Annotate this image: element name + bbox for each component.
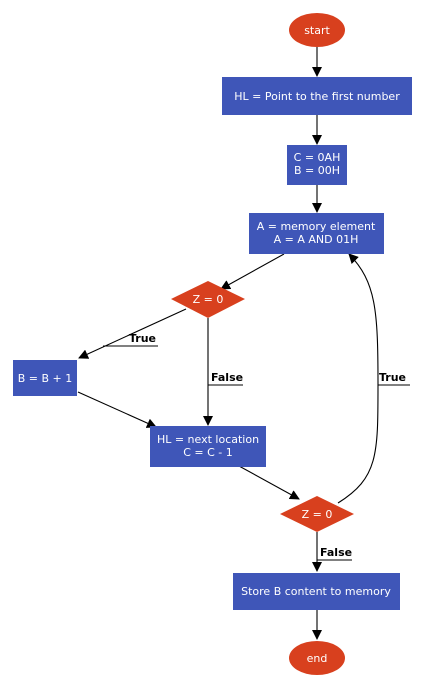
end-shape (289, 641, 345, 675)
process-box (13, 360, 77, 396)
decision-2: Z = 0 (280, 496, 354, 532)
process-box (222, 77, 412, 115)
start-label: start (304, 24, 330, 37)
end-terminal: end (289, 641, 345, 675)
end-label: end (307, 652, 328, 665)
process-box (233, 573, 400, 610)
decision-label: Z = 0 (193, 293, 224, 306)
edge-incb-to-next (77, 391, 157, 428)
edge-next-to-dec2 (238, 465, 300, 500)
process-label: Store B content to memory (241, 585, 391, 598)
process-label: HL = Point to the first number (234, 90, 400, 103)
process-memory: A = memory element A = A AND 01H (249, 213, 384, 254)
start-shape (289, 13, 345, 47)
process-box (150, 426, 266, 467)
decision-shape (171, 281, 245, 318)
process-label-line1: C = 0AH (294, 151, 341, 164)
edge-mem-to-dec1 (220, 253, 285, 290)
edge-label-false-2: False (320, 546, 352, 559)
process-label-line2: B = 00H (294, 164, 340, 177)
process-label-line2: A = A AND 01H (274, 233, 359, 246)
process-label-line1: HL = next location (157, 433, 259, 446)
edge-label-false-1: False (211, 371, 243, 384)
process-label: B = B + 1 (18, 372, 73, 385)
decision-1: Z = 0 (171, 281, 245, 318)
decision-label: Z = 0 (302, 508, 333, 521)
edge-dec1-true-to-incb (78, 308, 187, 359)
process-box (287, 145, 347, 185)
edge-label-true-1: True (129, 332, 156, 345)
process-next: HL = next location C = C - 1 (150, 426, 266, 467)
process-label-line1: A = memory element (257, 220, 376, 233)
process-label-line2: C = C - 1 (183, 446, 233, 459)
edge-label-true-2: True (379, 371, 406, 384)
process-store: Store B content to memory (233, 573, 400, 610)
process-box (249, 213, 384, 254)
start-terminal: start (289, 13, 345, 47)
process-inc-b: B = B + 1 (13, 360, 77, 396)
process-hl-point: HL = Point to the first number (222, 77, 412, 115)
process-init: C = 0AH B = 00H (287, 145, 347, 185)
edge-dec2-true-to-mem (337, 253, 379, 504)
decision-shape (280, 496, 354, 532)
